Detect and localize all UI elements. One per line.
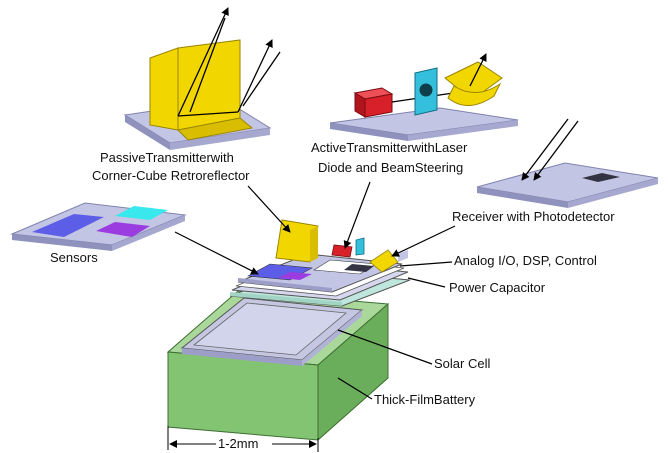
passive-label-line2: Corner-Cube Retroreflector <box>92 168 250 183</box>
dimension-indicator <box>167 426 319 452</box>
power-capacitor-label: Power Capacitor <box>449 280 546 295</box>
receiver-label: Receiver with Photodetector <box>452 209 615 224</box>
passive-transmitter-module <box>123 7 281 150</box>
active-label-line2: Diode and BeamSteering <box>318 160 463 175</box>
battery-label: Thick-FilmBattery <box>374 392 476 407</box>
leader-lines <box>174 181 456 400</box>
sensors-label: Sensors <box>50 250 98 265</box>
dimension-label: 1-2mm <box>218 436 258 451</box>
passive-label-line1: PassiveTransmitterwith <box>100 150 234 165</box>
analog-label: Analog I/O, DSP, Control <box>454 253 597 268</box>
analog-io-layer <box>237 253 403 293</box>
active-transmitter-module <box>329 53 519 141</box>
receiver-module <box>476 118 659 208</box>
sensors-module <box>10 202 187 251</box>
active-label-line1: ActiveTransmitterwithLaser <box>311 140 468 155</box>
solar-cell <box>180 297 364 366</box>
solar-cell-label: Solar Cell <box>434 356 490 371</box>
